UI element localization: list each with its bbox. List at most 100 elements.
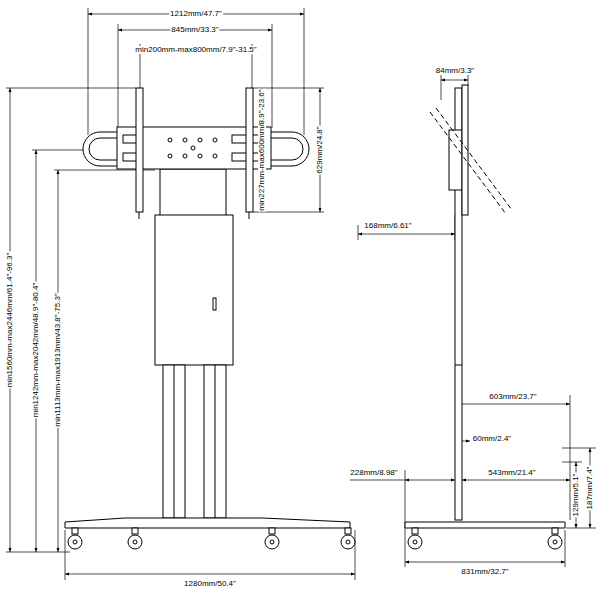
front-view [269,528,275,534]
dimension-label: 1280mm/50.4" [183,580,237,588]
side-view [553,540,557,544]
dimension-lines [462,480,570,481]
dimension-label: 228mm/8.98" [349,469,398,477]
dimension-label: 168mm/6.61" [363,222,412,230]
dimension-label: min200mm-max800mm/7.9"-31.5" [134,46,257,54]
dimension-label: 129mm/5.1" [572,473,580,518]
dimension-label: min1113mm-max1913mm/43.8"-75.3" [54,292,62,427]
dimension-lines [405,480,455,481]
front-view [204,365,226,518]
front-view [271,132,309,166]
side-view [408,535,422,549]
front-view [133,540,137,544]
dimension-label: 831mm/32.7" [460,568,509,576]
front-view [191,146,195,150]
extension-lines [441,72,442,100]
front-view [139,212,140,219]
side-view [430,112,506,214]
front-view [213,298,216,310]
front-view [246,88,253,212]
front-view [136,88,143,212]
front-view [249,212,250,219]
dimension-label: min227mm-max600mm/8.9"-23.6" [258,88,266,211]
extension-lines [253,212,324,213]
front-view [215,365,216,518]
side-view [436,108,512,210]
side-view [455,365,462,366]
front-view [345,528,351,534]
front-view [213,138,217,142]
front-view [346,540,350,544]
extension-lines [6,552,70,553]
dimension-lines [455,404,570,405]
side-view [548,535,562,549]
front-view [89,138,117,160]
side-view [449,130,462,190]
extension-lines [358,225,359,240]
extension-lines [32,150,86,151]
side-view [405,85,565,549]
dimension-label: 187mm/7.4" [586,466,594,511]
extension-lines [6,8,596,580]
extension-lines [566,528,596,529]
extension-lines [304,8,305,135]
extension-lines [405,470,406,567]
extension-lines [272,24,273,128]
front-view [68,535,82,549]
dimension-lines [358,234,455,235]
front-view [265,535,279,549]
dimension-lines [65,574,355,575]
front-view [198,154,202,158]
side-view [552,528,558,534]
extension-lines [570,395,571,520]
extension-lines [6,88,136,89]
dimension-label: 84mm/3.3" [435,67,475,75]
leader-lines [350,480,405,481]
side-view [412,528,418,534]
front-view [168,138,172,142]
front-view [65,518,350,528]
front-view [183,154,187,158]
front-view [155,215,233,365]
front-view [72,528,78,534]
dimension-label: 845mm/33.3" [170,26,219,34]
front-view [168,154,172,158]
dimension-label: 603mm/23.7" [488,393,537,401]
front-view [160,169,226,217]
dimension-label: min1242mm-max2042mm/48.9"-80.4" [32,282,40,419]
extension-lines [565,530,566,567]
dimension-label: 629mm/24.8" [316,125,324,174]
front-view [83,132,117,166]
extension-lines [562,462,582,463]
front-view [198,138,202,142]
dimension-lines [441,80,468,81]
front-view [163,365,185,518]
dimension-label: 1212mm/47.7" [169,10,223,18]
extension-lines [562,448,596,449]
extension-lines [88,8,89,135]
dimension-label: 543mm/21.4" [487,469,536,477]
front-view [132,528,138,534]
dimension-label: 60mm/2.4" [472,435,512,443]
extension-lines [118,24,119,128]
dimension-label: min1560mm-max2446mm/61.4"-96.3" [6,252,14,389]
front-view [174,365,175,518]
front-view [213,154,217,158]
leader-lines [350,480,405,481]
dimension-lines [10,14,590,574]
front-view [128,535,142,549]
front-view [183,138,187,142]
front-view [73,540,77,544]
front-view [271,138,303,160]
extension-lines [65,530,66,580]
front-view [65,88,355,549]
dimension-lines [405,562,565,563]
side-view [413,540,417,544]
side-view [405,522,565,528]
front-view [341,535,355,549]
front-view [270,540,274,544]
extension-lines [355,530,356,580]
